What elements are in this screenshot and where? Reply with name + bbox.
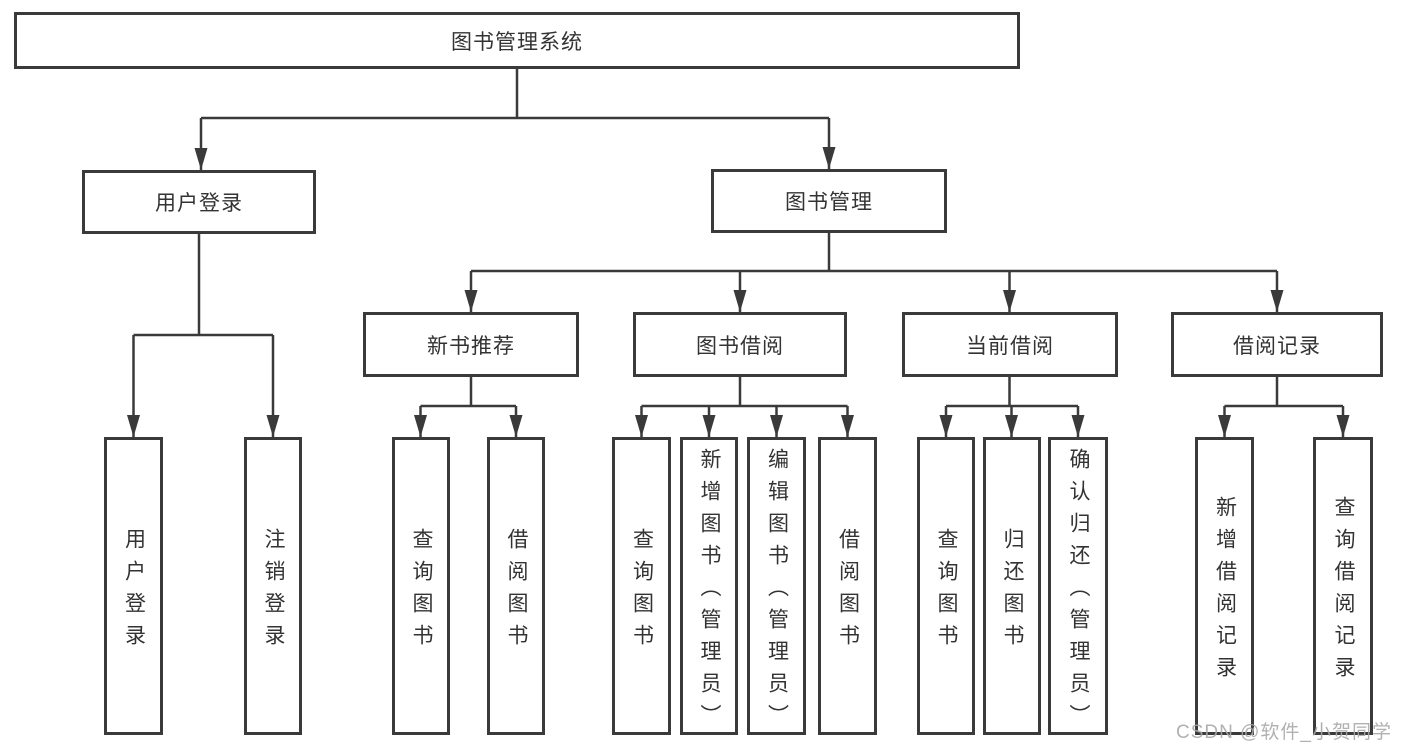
node-current-borrow: 当前借阅 — [902, 312, 1118, 377]
leaf-user-login-label: 用户登录 — [122, 527, 146, 656]
leaf-add-book-admin: 新增图书（管理员） — [680, 437, 738, 736]
leaf-query-books-borrow-label: 查询图书 — [630, 527, 654, 656]
leaf-query-books-borrow: 查询图书 — [612, 437, 671, 735]
node-book-management: 图书管理 — [711, 169, 947, 233]
leaf-return-book-label: 归还图书 — [1001, 527, 1025, 656]
leaf-query-borrow-record-label: 查询借阅记录 — [1332, 495, 1356, 688]
leaf-query-books-recommend-label: 查询图书 — [410, 527, 434, 656]
leaf-borrow-books-recommend: 借阅图书 — [487, 437, 545, 735]
leaf-borrow-books-recommend-label: 借阅图书 — [505, 527, 529, 656]
leaf-borrow-books-label: 借阅图书 — [836, 527, 860, 656]
leaf-return-book: 归还图书 — [983, 437, 1041, 735]
node-library-management-system: 图书管理系统 — [14, 12, 1020, 69]
node-borrow-records: 借阅记录 — [1171, 312, 1383, 377]
leaf-add-book-admin-label: 新增图书（管理员） — [698, 447, 722, 736]
leaf-borrow-books: 借阅图书 — [818, 437, 877, 735]
leaf-user-login: 用户登录 — [104, 437, 163, 735]
watermark: CSDN @软件_小贺同学 — [1176, 722, 1392, 743]
leaf-query-books-recommend: 查询图书 — [392, 437, 450, 735]
leaf-confirm-return-admin: 确认归还（管理员） — [1048, 437, 1108, 736]
leaf-query-borrow-record: 查询借阅记录 — [1313, 437, 1373, 735]
leaf-add-borrow-record-label: 新增借阅记录 — [1213, 495, 1237, 688]
leaf-query-books-current: 查询图书 — [917, 437, 975, 735]
leaf-add-borrow-record: 新增借阅记录 — [1195, 437, 1254, 735]
node-new-book-recommend: 新书推荐 — [363, 312, 579, 377]
node-book-borrow: 图书借阅 — [633, 312, 847, 377]
leaf-confirm-return-admin-label: 确认归还（管理员） — [1067, 447, 1091, 736]
leaf-edit-book-admin-label: 编辑图书（管理员） — [765, 447, 789, 736]
leaf-logout-label: 注销登录 — [262, 527, 286, 656]
leaf-logout: 注销登录 — [244, 437, 302, 735]
leaf-query-books-current-label: 查询图书 — [935, 527, 959, 656]
node-user-login: 用户登录 — [82, 170, 316, 234]
leaf-edit-book-admin: 编辑图书（管理员） — [747, 437, 806, 736]
